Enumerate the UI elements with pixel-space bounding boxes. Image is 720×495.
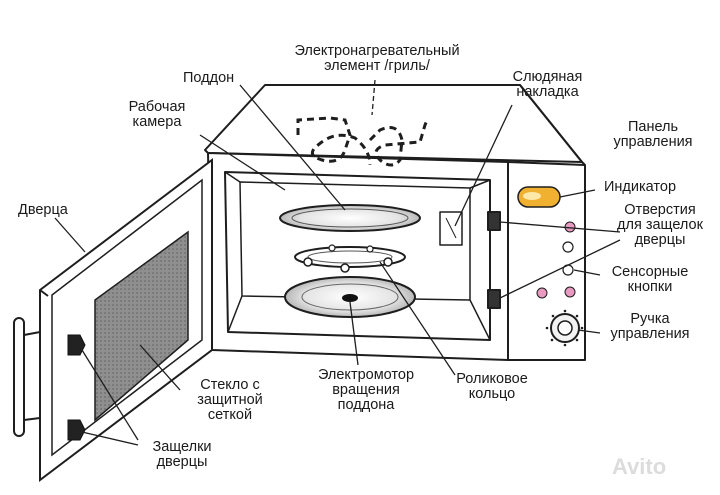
label-work-chamber: Рабочая камера	[128, 99, 186, 130]
touch-button-4	[536, 287, 548, 299]
heating-element	[296, 116, 430, 167]
door-latch-lower	[67, 419, 86, 441]
label-indicator: Индикатор	[604, 179, 677, 195]
upper-tray	[279, 204, 421, 232]
motor-hub	[342, 294, 358, 302]
label-control-panel: Панель управления	[613, 119, 693, 150]
roller-ring	[294, 246, 406, 268]
label-motor: Электромотор вращения поддона	[317, 367, 415, 413]
label-door: Дверца	[18, 202, 68, 218]
label-touch-buttons: Сенсорные кнопки	[611, 264, 689, 295]
touch-button-2	[562, 241, 574, 253]
door-glass-mesh	[94, 230, 189, 422]
touch-button-5	[564, 286, 576, 298]
latch-slot-lower	[487, 289, 501, 309]
label-latch-holes: Отверстия для защелок дверцы	[617, 202, 703, 248]
label-glass-mesh: Стекло с защитной сеткой	[197, 377, 263, 423]
watermark-logo: Avito	[612, 454, 667, 479]
label-heating-element: Электронагревательный элемент /гриль/	[294, 43, 460, 74]
label-door-latches: Защелки дверцы	[152, 439, 212, 470]
mica-plate	[439, 211, 463, 246]
door-handle	[13, 317, 25, 437]
label-mica-plate: Слюдяная накладка	[512, 69, 583, 100]
latch-slot-upper	[487, 211, 501, 231]
label-control-knob: Ручка управления	[610, 311, 690, 342]
label-tray: Поддон	[183, 70, 235, 86]
label-roller-ring: Роликовое кольцо	[456, 371, 528, 402]
